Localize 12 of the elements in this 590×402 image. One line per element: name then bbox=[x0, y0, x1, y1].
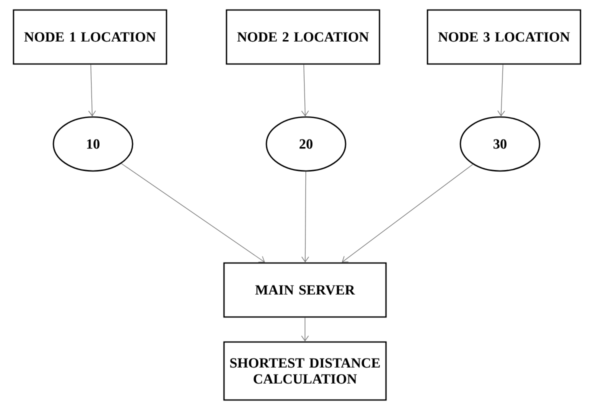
arrow bbox=[301, 64, 309, 116]
arrow bbox=[88, 64, 96, 116]
calculation-box: SHORTEST DISTANCE CALCULATION bbox=[223, 341, 387, 401]
location-box: NODE 3 LOCATION bbox=[426, 9, 582, 65]
location-box: NODE 1 LOCATION bbox=[12, 9, 168, 65]
arrow bbox=[301, 317, 309, 342]
arrow bbox=[301, 171, 310, 262]
arrow bbox=[342, 164, 474, 262]
server-box: MAIN SERVER bbox=[223, 262, 387, 318]
location-box: NODE 2 LOCATION bbox=[226, 9, 380, 65]
arrow bbox=[497, 64, 506, 116]
arrow bbox=[121, 163, 265, 262]
